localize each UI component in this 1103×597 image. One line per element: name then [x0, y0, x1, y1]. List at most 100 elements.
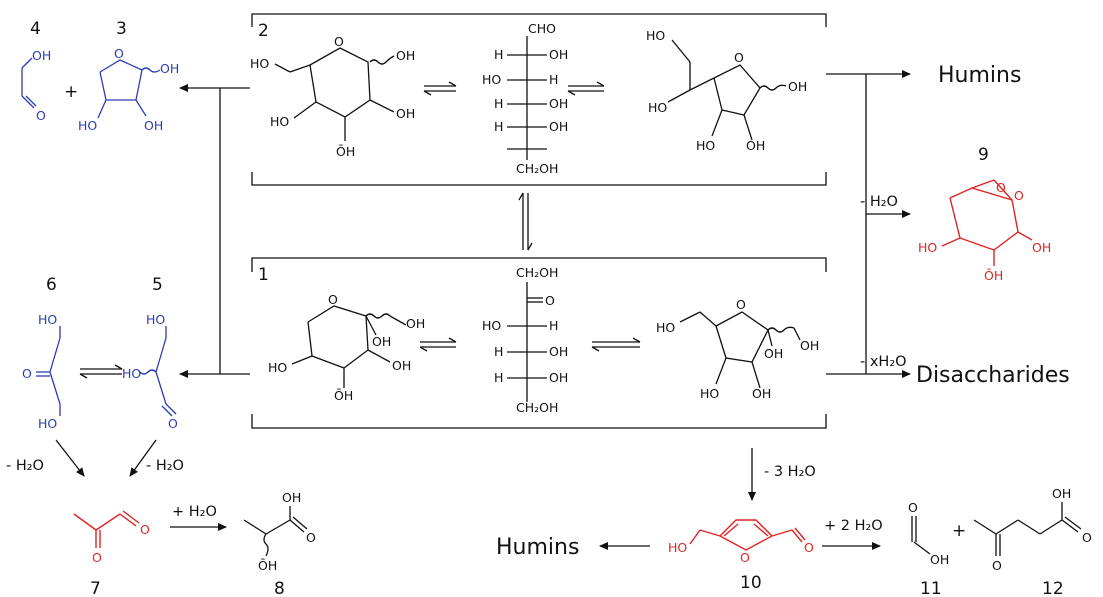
glycolaldehyde-structure [21, 57, 37, 109]
atom-oh: ŌH [336, 144, 355, 159]
atom-oh: OH [800, 338, 819, 353]
atom-oh: OH [549, 370, 568, 385]
atom-ho: HO [482, 318, 501, 333]
hmf-structure [689, 519, 806, 551]
atom-ho: HO [668, 540, 687, 555]
atom-o: O [545, 293, 555, 308]
atom-o: O [22, 366, 32, 381]
atom-o: O [996, 180, 1006, 195]
atom-o: O [334, 34, 344, 49]
compound-number-12: 12 [1042, 579, 1064, 597]
atom-oh: OH [746, 138, 765, 153]
atom-o: O [114, 46, 124, 61]
atom-oh: OH [144, 118, 163, 133]
atom-ho: HO [656, 320, 675, 335]
compound-number-5: 5 [152, 275, 163, 295]
formic-acid-structure [911, 516, 931, 555]
equilibrium-arrow [419, 337, 457, 352]
fructose-box [251, 257, 827, 429]
atom-ch2oh: CH₂OH [516, 265, 558, 280]
equilibrium-arrow [591, 337, 641, 352]
condition-plus-h2o: + H₂O [172, 504, 217, 520]
atom-o: O [1082, 530, 1092, 545]
atom-ho: HO [646, 28, 665, 43]
atom-oh: OH [396, 48, 415, 63]
atom-oh: ŌH [334, 388, 353, 403]
levoglucosan-structure [941, 179, 1033, 266]
atom-o: O [992, 558, 1002, 573]
glucose-fischer-projection [507, 36, 547, 160]
compound-number-1: 1 [258, 265, 269, 285]
atom-o: O [908, 500, 918, 515]
condition-minus-xh2o: - xH₂O [860, 354, 907, 370]
atom-ch2oh: CH₂OH [516, 400, 558, 415]
atom-o: O [140, 522, 150, 537]
atom-ho: HO [696, 138, 715, 153]
atom-h: H [549, 72, 558, 87]
equilibrium-arrow [423, 81, 457, 96]
atom-ho: HO [270, 114, 289, 129]
dehydration-branch-arrows [826, 70, 911, 378]
dehydration-arrow [129, 439, 157, 477]
compound-number-9: 9 [978, 145, 989, 165]
product-humins-top: Humins [938, 63, 1021, 88]
atom-o: O [306, 530, 316, 545]
fructofuranose-structure [679, 311, 801, 389]
atom-oh: OH [372, 334, 391, 349]
atom-ho: HO [38, 416, 57, 431]
dihydroxyacetone-structure [36, 326, 61, 416]
atom-ho: HO [38, 312, 57, 327]
atom-h: H [494, 96, 503, 111]
atom-oh: OH [788, 79, 807, 94]
atom-o: O [804, 540, 814, 555]
atom-o: O [92, 550, 102, 565]
erythrose-furanose-structure [97, 59, 161, 119]
atom-oh: OH [406, 316, 425, 331]
equilibrium-arrow [79, 364, 123, 379]
atom-o: O [740, 550, 750, 565]
atom-oh: OH [549, 344, 568, 359]
plus-sign: + [952, 521, 966, 541]
fructopyranose-structure [291, 305, 407, 388]
atom-ch2oh: CH₂OH [516, 161, 558, 176]
atom-o: O [36, 108, 46, 123]
atom-oh: ŌH [984, 268, 1003, 283]
atom-o: O [1014, 188, 1024, 203]
atom-ho: HO [648, 100, 667, 115]
atom-h: H [494, 370, 503, 385]
atom-oh: ŌH [258, 558, 277, 573]
glyceraldehyde-structure [139, 326, 177, 417]
atom-oh: OH [160, 61, 179, 76]
atom-o: O [736, 297, 746, 312]
compound-number-2: 2 [258, 21, 269, 41]
atom-h: H [494, 344, 503, 359]
levulinic-acid-structure [973, 502, 1082, 556]
atom-ho: HO [250, 56, 269, 71]
condition-minus-3h2o: - 3 H₂O [764, 464, 816, 480]
atom-oh: OH [1052, 486, 1071, 501]
atom-oh: OH [764, 346, 783, 361]
condition-minus-h2o: - H₂O [146, 458, 184, 474]
condition-minus-h2o: - H₂O [860, 194, 898, 210]
compound-number-7: 7 [90, 579, 101, 597]
compound-number-4: 4 [30, 19, 41, 39]
dehydration-arrow [55, 439, 85, 477]
compound-number-11: 11 [920, 579, 942, 597]
condition-plus-2h2o: + 2 H₂O [824, 518, 883, 534]
product-humins-bottom: Humins [496, 535, 579, 560]
atom-oh: OH [396, 106, 415, 121]
fructose-fischer-projection [507, 282, 547, 402]
atom-oh: OH [392, 358, 411, 373]
glucofuranose-structure [667, 39, 787, 141]
atom-h: H [494, 47, 503, 62]
atom-ho: HO [78, 118, 97, 133]
atom-o: O [328, 292, 338, 307]
atom-h: H [549, 318, 558, 333]
methylglyoxal-structure [73, 510, 140, 548]
condition-minus-h2o: - H₂O [6, 458, 44, 474]
compound-number-3: 3 [116, 19, 127, 39]
atom-oh: OH [549, 119, 568, 134]
atom-cho: CHO [528, 21, 556, 36]
product-disaccharides: Disaccharides [916, 363, 1070, 388]
retro-aldol-arrows [179, 84, 250, 378]
